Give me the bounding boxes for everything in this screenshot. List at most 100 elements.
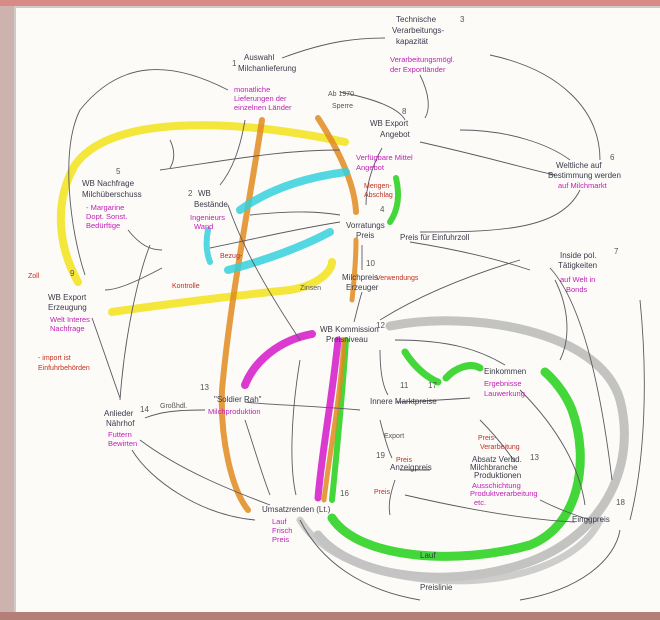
edge-label: Einfuhrbehörden	[38, 365, 90, 372]
edge-label: Bezug-	[220, 253, 243, 260]
arrow	[104, 267, 163, 291]
node-display-price: 19 Anzeigpreis	[376, 451, 432, 472]
arrow	[489, 54, 601, 161]
arrow	[91, 317, 121, 399]
edge-label: Preis-	[478, 435, 497, 442]
arrow	[127, 229, 163, 251]
node-number: 7	[614, 247, 619, 256]
node-number: 19	[376, 451, 385, 460]
arrow	[419, 141, 556, 176]
node-title: kapazität	[396, 37, 429, 46]
node-number: 6	[610, 153, 615, 162]
arrow	[227, 204, 301, 341]
node-subtitle: Milchproduktion	[208, 407, 261, 416]
node-title: WB	[198, 189, 211, 198]
node-subtitle: etc.	[474, 498, 486, 507]
node-subtitle: monatliche	[234, 85, 270, 94]
node-milk-price: 10 Milchpreis Erzeuger	[342, 259, 379, 292]
node-subtitle: Wand	[194, 222, 213, 231]
yellow-loop-top	[56, 121, 349, 286]
arrow	[159, 149, 341, 171]
node-sales-volume: 16 Umsatzrenden (Lt.) Lauf Frisch Preis	[262, 489, 349, 544]
orange-stroke-vertical	[349, 237, 359, 303]
node-number: 13	[200, 383, 209, 392]
edge-label: Export	[384, 433, 404, 440]
node-number: 9	[70, 269, 75, 278]
green-stroke-top	[387, 175, 401, 225]
node-title: Anlieder	[104, 409, 134, 418]
node-title: Inside pol.	[560, 251, 596, 260]
edge-label: Verarbeitung	[480, 444, 520, 451]
arrow	[144, 409, 206, 419]
green-loop-large	[327, 367, 585, 561]
node-subtitle: auf Welt in	[560, 275, 595, 284]
node-title: Bestände	[194, 200, 228, 209]
node-number: 17	[428, 381, 437, 390]
node-domestic-policy: 7 Inside pol. Tätigkeiten auf Welt in Bo…	[558, 247, 619, 294]
node-number: 3	[460, 15, 465, 24]
node-storage-price: 4 Vorratungs Preis	[346, 205, 385, 240]
node-income: 17 Einkommen Ergebnisse Lauwerkung	[428, 367, 526, 398]
node-title: Anzeigpreis	[390, 463, 432, 472]
arrow	[409, 241, 531, 271]
edge-label: Lauf	[420, 551, 436, 560]
node-title: Absatz Verbd.	[472, 455, 522, 464]
node-title: Innere Marktpreise	[370, 397, 437, 406]
arrow	[249, 211, 341, 216]
node-title: WB Export	[370, 119, 409, 128]
node-title: Milchpreis	[342, 273, 378, 282]
node-title: Erzeugung	[48, 303, 87, 312]
node-title: Verarbeitungs-	[392, 26, 444, 35]
green-stroke-inner	[442, 362, 484, 382]
edge-label: Mengen-	[364, 183, 392, 190]
node-title: Preisniveau	[326, 335, 368, 344]
edge-label: Preis	[396, 457, 412, 464]
arrow	[219, 119, 246, 186]
node-number: 2	[188, 189, 193, 198]
node-title: Umsatzrenden (Lt.)	[262, 505, 331, 514]
node-title: Nährhof	[106, 419, 135, 428]
node-title: WB Export	[48, 293, 87, 302]
node-subtitle: Frisch	[272, 526, 292, 535]
arrow	[244, 401, 361, 411]
node-number: 10	[366, 259, 375, 268]
orange-long-stroke	[218, 117, 265, 513]
node-title: Produktionen	[474, 471, 521, 480]
arrow	[299, 519, 421, 601]
node-subtitle: der Exportländer	[390, 65, 446, 74]
node-subtitle: Ausschichtung	[472, 481, 521, 490]
node-domestic-market-price: 11 Innere Marktpreise	[370, 381, 437, 406]
arrow	[169, 139, 175, 169]
arrow	[459, 129, 571, 161]
cyan-stroke-lower	[224, 228, 334, 274]
arrow	[379, 419, 393, 459]
edge-label: Zinsen	[300, 285, 321, 292]
node-number: 14	[140, 405, 149, 414]
node-title: "Soldier Rah"	[214, 395, 262, 404]
arrow	[68, 69, 229, 276]
node-dairy-farm: 14 Anlieder Nährhof Futtern Bewirten	[104, 405, 149, 448]
node-number: 12	[376, 321, 385, 330]
node-title: Preis	[356, 231, 374, 240]
node-entry-price: 18 Einggpreis	[572, 498, 625, 524]
arrow	[549, 267, 613, 481]
node-subtitle: Preis	[272, 535, 289, 544]
node-title: Einggpreis	[572, 515, 610, 524]
highlight-strokes	[56, 115, 629, 585]
arrow	[519, 389, 586, 506]
node-number: 1	[232, 59, 237, 68]
edge-label: Zoll	[28, 273, 40, 280]
arrow	[419, 74, 429, 119]
node-subtitle: Dopt. Sonst.	[86, 212, 127, 221]
node-number: 11	[400, 381, 409, 390]
arrow	[554, 279, 568, 361]
arrow	[353, 291, 363, 323]
node-subtitle: Lieferungen der	[234, 94, 287, 103]
window-top-bar	[0, 0, 660, 6]
node-number: 8	[402, 107, 407, 116]
node-title: Milchbranche	[470, 463, 518, 472]
arrow	[519, 529, 621, 601]
arrow	[365, 147, 383, 206]
node-title: Milchanlieferung	[238, 64, 296, 73]
